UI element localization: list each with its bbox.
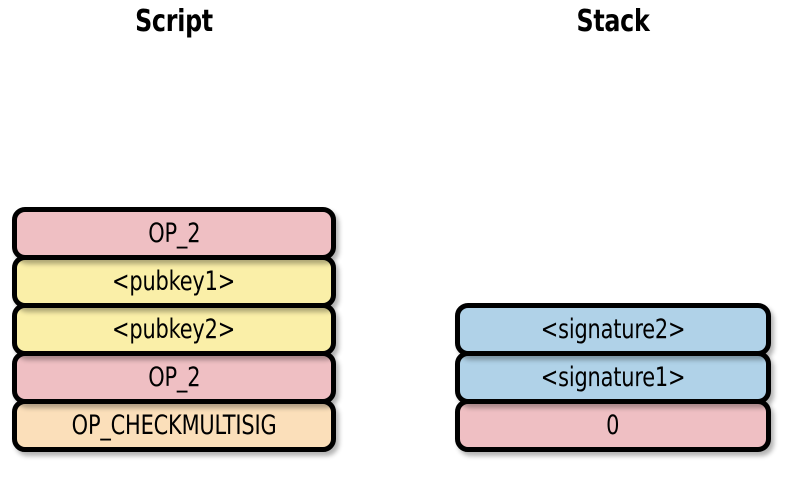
- stack-column-title: Stack: [576, 4, 650, 39]
- script-item-op-2-top: OP_2: [12, 207, 336, 260]
- stack-item-label: 0: [606, 410, 620, 441]
- stack-item-signature1: <signature1>: [455, 351, 771, 404]
- script-column-title: Script: [135, 4, 213, 39]
- script-item-label: <pubkey2>: [112, 314, 236, 345]
- stack-item-label: <signature1>: [540, 362, 686, 393]
- script-column: OP_2 <pubkey1> <pubkey2> OP_2 OP_CHECKMU…: [12, 207, 336, 452]
- stack-item-signature2: <signature2>: [455, 303, 771, 356]
- script-item-label: OP_2: [147, 218, 201, 249]
- script-item-op-2-bottom: OP_2: [12, 351, 336, 404]
- script-item-label: OP_CHECKMULTISIG: [71, 410, 277, 441]
- script-item-pubkey1: <pubkey1>: [12, 255, 336, 308]
- script-item-label: <pubkey1>: [112, 266, 236, 297]
- stack-item-zero: 0: [455, 399, 771, 452]
- stack-item-label: <signature2>: [540, 314, 686, 345]
- script-item-label: OP_2: [147, 362, 201, 393]
- script-item-pubkey2: <pubkey2>: [12, 303, 336, 356]
- script-item-op-checkmultisig: OP_CHECKMULTISIG: [12, 399, 336, 452]
- stack-column: <signature2> <signature1> 0: [455, 303, 771, 452]
